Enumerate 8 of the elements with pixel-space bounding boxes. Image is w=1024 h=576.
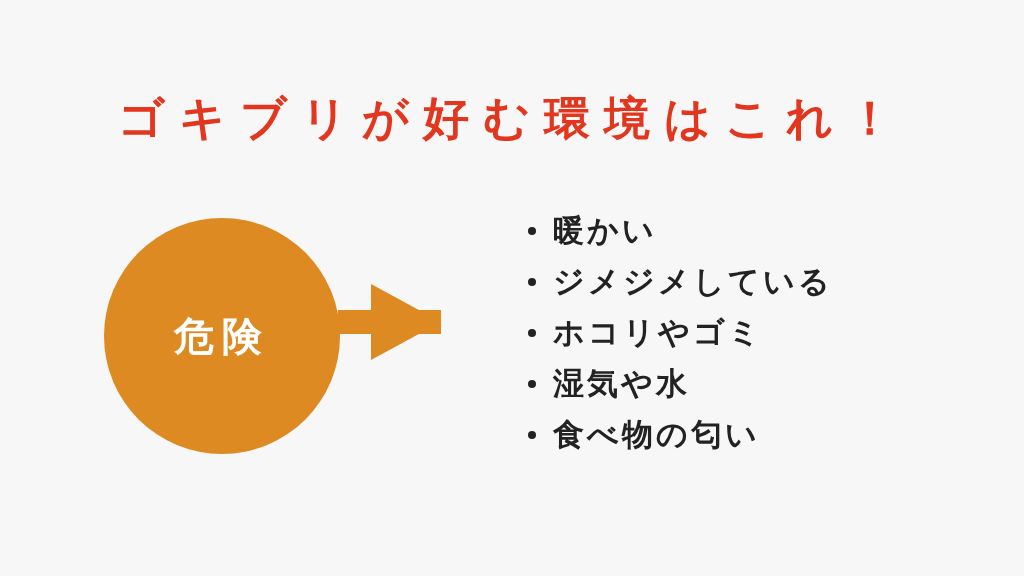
- list-item: ホコリやゴミ: [553, 312, 763, 352]
- list-item: 食べ物の匂い: [553, 414, 760, 454]
- arrow: [338, 284, 441, 360]
- list-item: 湿気や水: [553, 363, 690, 403]
- title: ゴキブリが好む環境はこれ！: [116, 90, 908, 147]
- circle-label: 危険: [174, 311, 270, 361]
- list-item: 暖かい: [553, 210, 657, 250]
- list-item: ジメジメしている: [553, 261, 833, 301]
